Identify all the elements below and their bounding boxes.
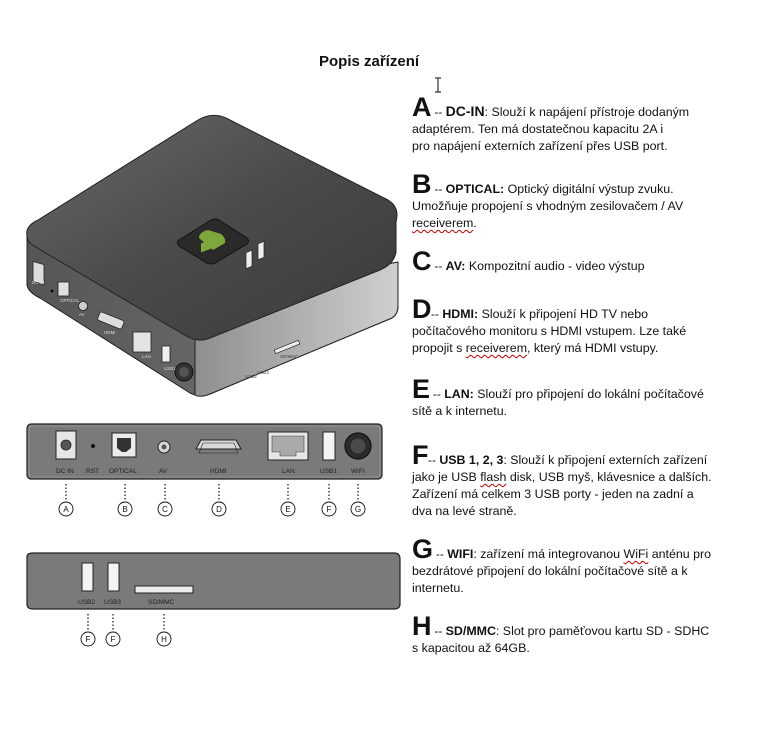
rear-label-optical: OPTICAL xyxy=(109,468,137,475)
item-c-description: C -- AV: Kompozitní audio - video výstup xyxy=(412,246,645,276)
rear-label-lan: LAN xyxy=(282,468,295,475)
marker-f-usb2: F xyxy=(86,635,91,644)
side-label-sd-mmc: SD/MMC xyxy=(148,599,175,606)
rear-label-rst: RST xyxy=(86,468,99,475)
item-g-description: G -- WIFI: zařízení má integrovanou WiFi… xyxy=(412,534,711,596)
item-a-description: A -- DC-IN: Slouží k napájení přístroje … xyxy=(412,92,690,154)
rear-label-av: AV xyxy=(159,468,168,475)
text-cursor-icon xyxy=(435,77,441,93)
item-letter: A xyxy=(412,92,432,122)
marker-c: C xyxy=(162,505,168,514)
svg-text:USB1: USB1 xyxy=(164,366,176,371)
rear-panel: DC IN RST OPTICAL AV HDMI LAN USB1 WIFI xyxy=(26,423,383,517)
svg-text:USB2: USB2 xyxy=(245,374,257,379)
android-logo xyxy=(177,218,249,265)
item-h-description: H -- SD/MMC: Slot pro paměťovou kartu SD… xyxy=(412,611,710,656)
svg-text:SD/MMC: SD/MMC xyxy=(280,354,299,359)
marker-a: A xyxy=(63,505,69,514)
page-title: Popis zařízení xyxy=(319,53,420,70)
item-f-description: F-- USB 1, 2, 3: Slouží k připojení exte… xyxy=(412,440,712,519)
svg-text:LAN: LAN xyxy=(142,354,151,359)
item-b-description: B -- OPTICAL: Optický digitální výstup z… xyxy=(412,169,684,231)
marker-h: H xyxy=(161,635,167,644)
marker-e: E xyxy=(285,505,290,514)
side-panel: USB2 USB3 SD/MMC F F H xyxy=(26,552,401,647)
svg-text:HDMI: HDMI xyxy=(104,330,116,335)
item-d-description: D-- HDMI: Slouží k připojení HD TV nebo … xyxy=(412,294,687,356)
rear-label-usb1: USB1 xyxy=(320,468,337,475)
svg-text:OPTICAL: OPTICAL xyxy=(60,298,80,303)
rear-label-hdmi: HDMI xyxy=(210,468,227,475)
marker-f: F xyxy=(327,505,332,514)
device-3d-view: DC IN OPTICAL AV HDMI LAN USB1 USB2 USB3… xyxy=(26,114,399,397)
side-label-usb3: USB3 xyxy=(104,599,121,606)
item-e-description: E -- LAN: Slouží pro připojení do lokáln… xyxy=(412,374,704,419)
svg-text:USB3: USB3 xyxy=(257,370,269,375)
marker-d: D xyxy=(216,505,222,514)
rear-label-dc-in: DC IN xyxy=(56,468,74,475)
rear-label-wifi: WIFI xyxy=(351,468,365,475)
body-label-dc-in: DC IN xyxy=(32,280,44,285)
side-label-usb2: USB2 xyxy=(78,599,95,606)
marker-f-usb3: F xyxy=(111,635,116,644)
marker-b: B xyxy=(122,505,127,514)
svg-text:AV: AV xyxy=(79,312,85,317)
marker-g: G xyxy=(355,505,361,514)
